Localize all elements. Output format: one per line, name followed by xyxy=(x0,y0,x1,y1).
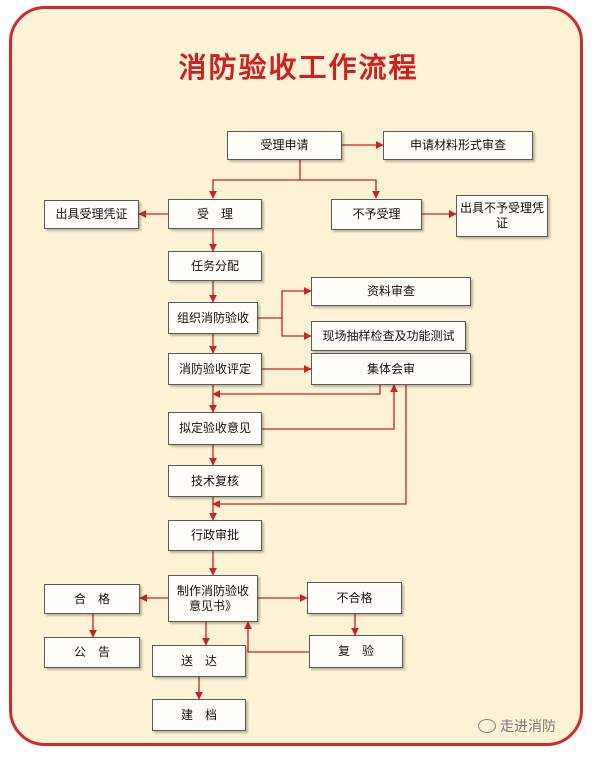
node-qualified: 合 格 xyxy=(44,584,140,614)
node-organize: 组织消防验收 xyxy=(168,302,258,334)
node-admin-approval: 行政审批 xyxy=(168,520,262,551)
node-archive: 建 档 xyxy=(152,699,246,731)
node-deliver: 送 达 xyxy=(152,645,246,677)
arrow-organize-to-doc-review xyxy=(258,287,312,319)
node-accept: 受 理 xyxy=(168,199,262,229)
node-apply: 受理申请 xyxy=(227,131,342,160)
flowchart-frame xyxy=(9,6,583,746)
wechat-icon xyxy=(478,719,496,733)
arrow-organize-to-onsite-test xyxy=(281,318,312,340)
node-onsite-test: 现场抽样检查及功能测试 xyxy=(311,321,466,351)
node-collective-review: 集体会审 xyxy=(311,353,471,385)
arrow-apply-to-accept xyxy=(209,160,301,199)
arrow-apply-to-reject xyxy=(300,179,380,199)
watermark-label: 走进消防 xyxy=(500,719,556,735)
node-tech-review: 技术复核 xyxy=(168,465,262,497)
node-evaluate: 消防验收评定 xyxy=(168,353,262,385)
node-formal-review: 申请材料形式审查 xyxy=(383,131,533,160)
node-reject: 不予受理 xyxy=(331,199,422,230)
node-issue-reject-cert: 出具不予受理凭证 xyxy=(456,195,548,237)
watermark: 走进消防 xyxy=(478,716,556,736)
node-announce: 公 告 xyxy=(44,637,140,668)
arrow-collective-to-approval xyxy=(212,385,407,508)
node-draft-opinion: 拟定验收意见 xyxy=(168,412,262,445)
node-unqualified: 不合格 xyxy=(307,582,402,614)
page-title: 消防验收工作流程 xyxy=(178,51,419,84)
arrow-recheck-to-opinion xyxy=(244,621,309,653)
arrow-draft-to-collective xyxy=(262,384,398,430)
node-doc-review: 资料审查 xyxy=(311,277,471,306)
node-make-opinion: 制作消防验收意见书》 xyxy=(168,575,258,622)
node-recheck: 复 验 xyxy=(309,635,403,668)
node-issue-accept-cert: 出具受理凭证 xyxy=(44,200,139,229)
node-assign: 任务分配 xyxy=(168,251,262,281)
arrow-collective-to-mainline xyxy=(212,385,381,398)
